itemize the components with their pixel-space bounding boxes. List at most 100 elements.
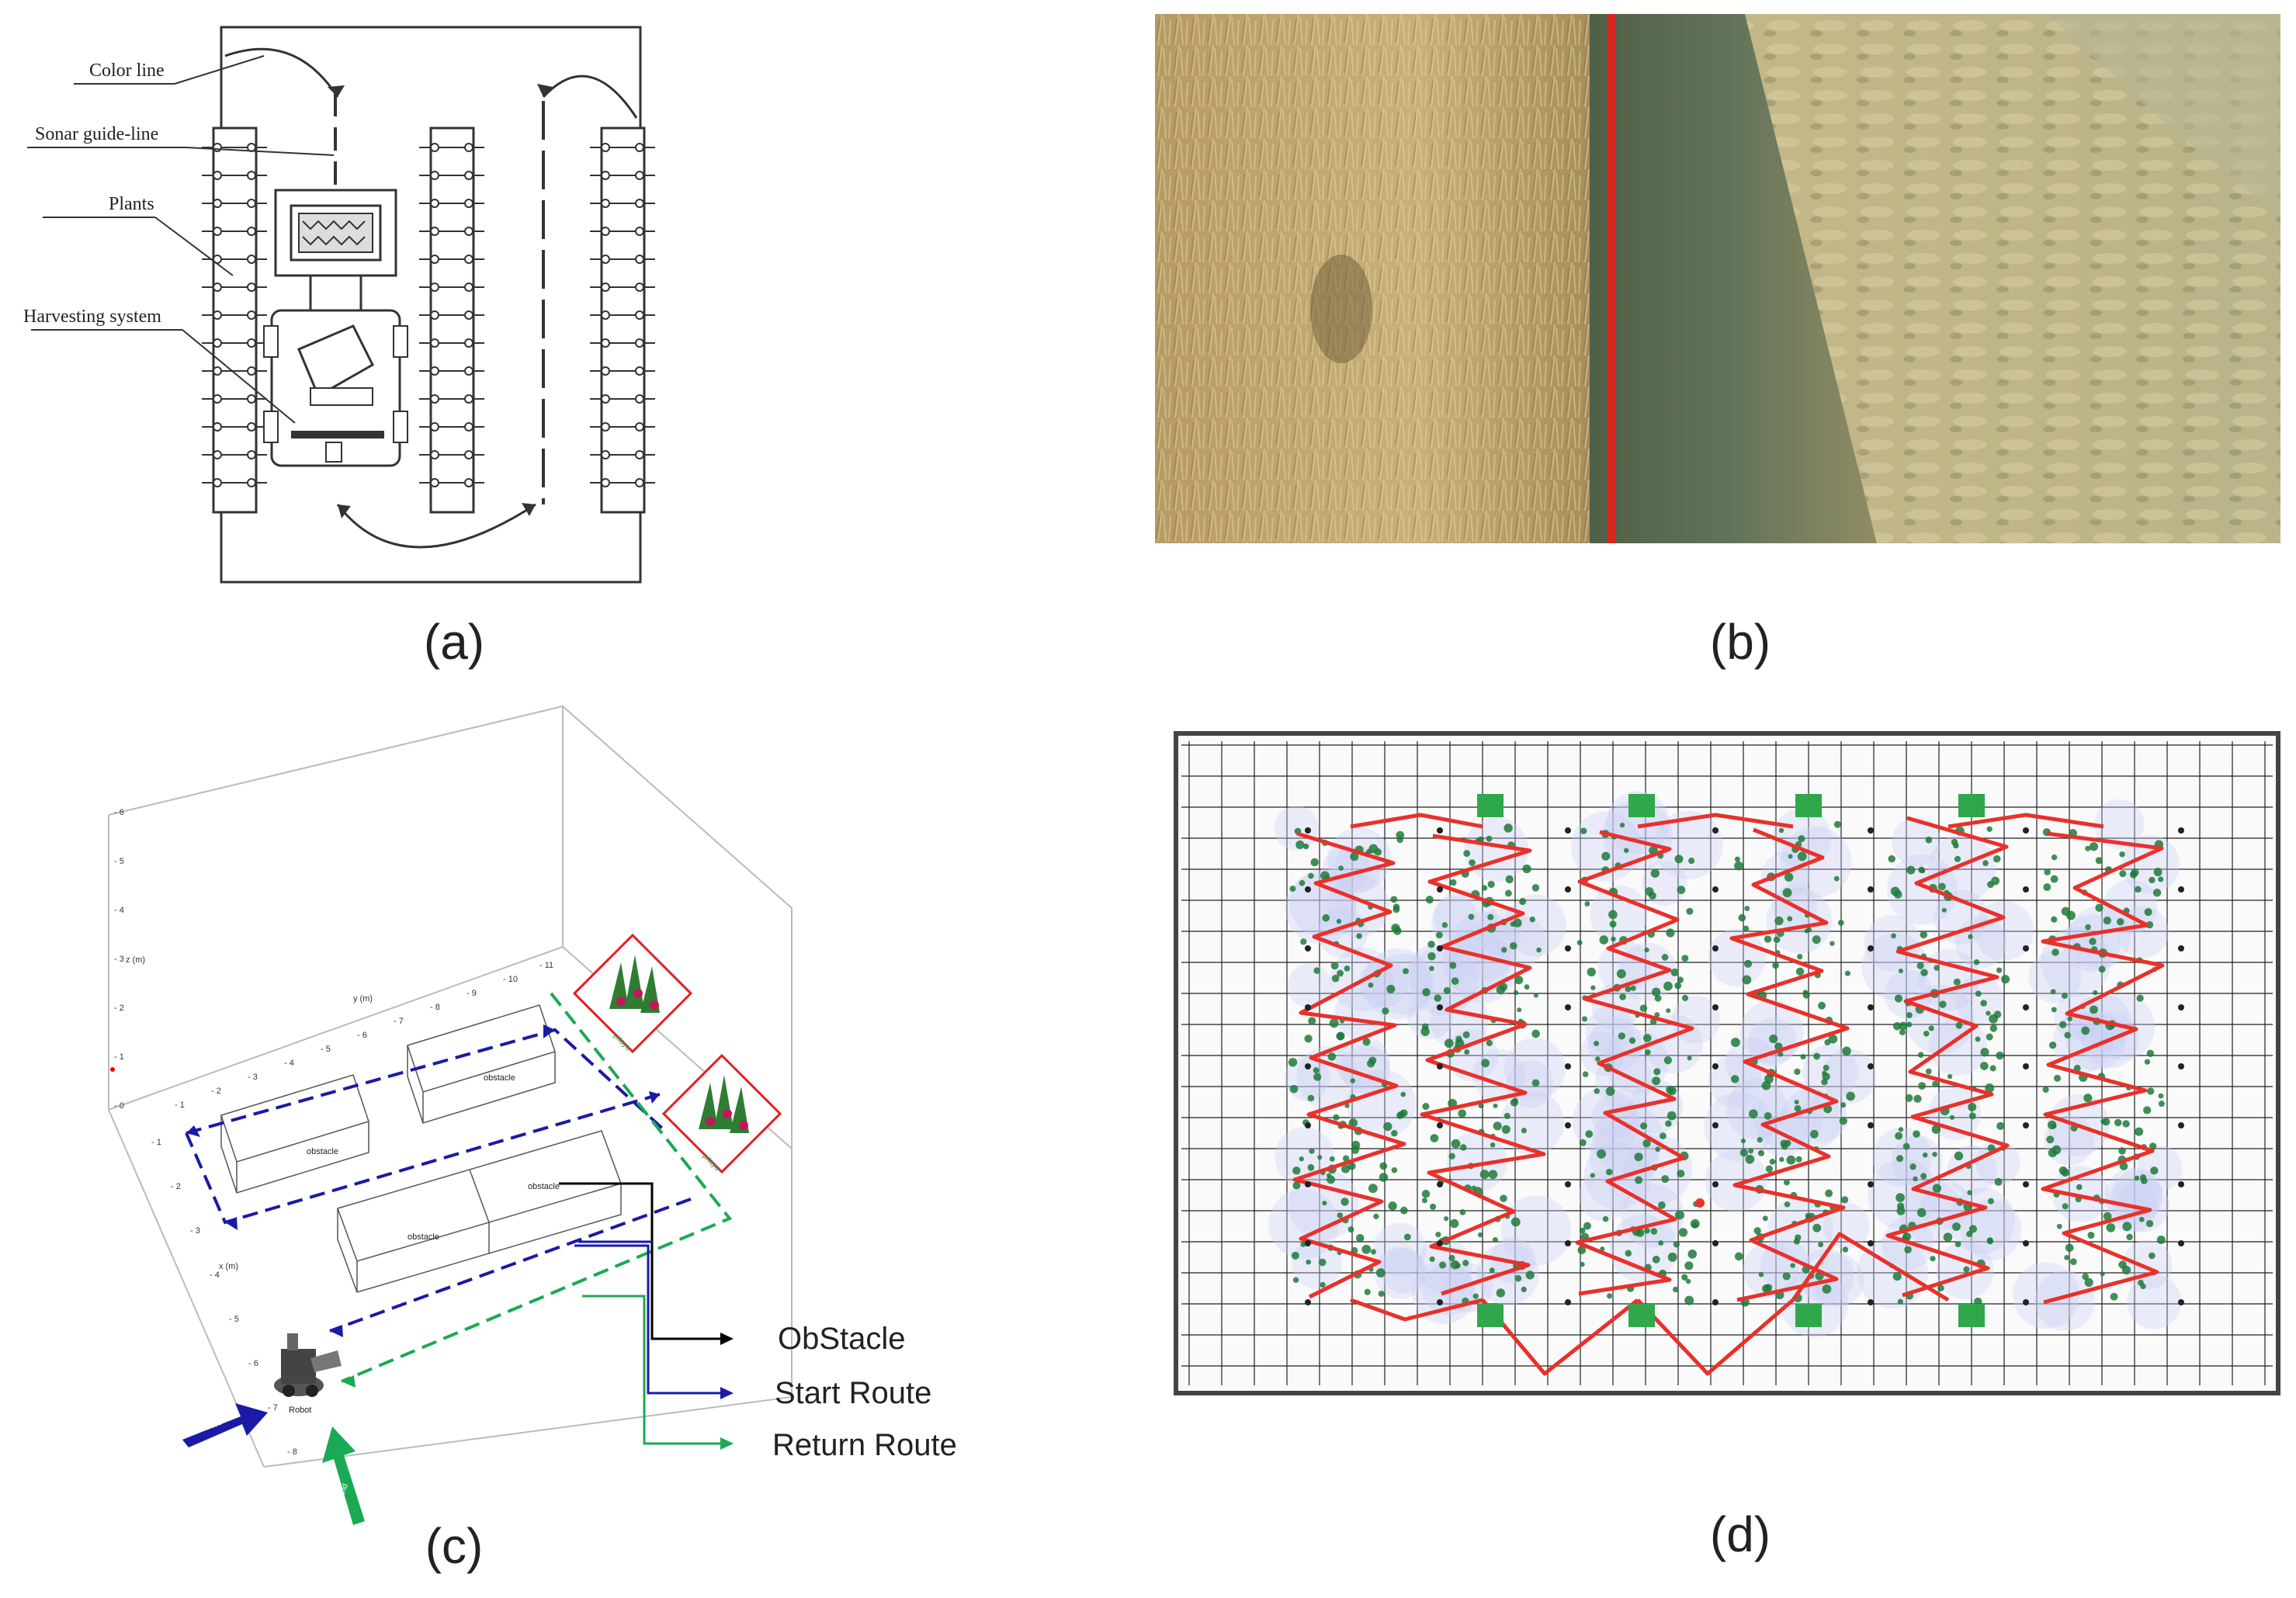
station-marker xyxy=(1477,1304,1503,1327)
sample-point xyxy=(1748,1109,1758,1119)
sample-point xyxy=(1630,985,1636,991)
sample-point xyxy=(1344,965,1351,972)
sample-point xyxy=(1307,1163,1315,1171)
arrowhead-icon xyxy=(720,1333,734,1345)
sample-point xyxy=(1674,854,1684,864)
sample-point xyxy=(1313,967,1320,974)
turn-arrow-bottom xyxy=(336,503,536,549)
sample-point xyxy=(1403,968,1409,975)
sample-point xyxy=(2051,854,2058,861)
waypoint xyxy=(2178,1063,2184,1069)
sample-point xyxy=(1434,994,1441,1002)
sample-point xyxy=(1894,994,1903,1003)
sample-point xyxy=(1673,1286,1679,1293)
sample-point xyxy=(1640,1122,1648,1130)
sample-point xyxy=(1968,1225,1978,1233)
sample-point xyxy=(1661,1175,1670,1184)
sample-point xyxy=(1331,974,1340,983)
sample-point xyxy=(1448,1254,1455,1262)
robot-path-segment xyxy=(1636,1298,1795,1376)
plant-icon xyxy=(464,310,473,320)
sample-point xyxy=(1837,920,1844,926)
plant-icon xyxy=(430,422,439,432)
route-planning-3d-diagram: - 0- 1- 2- 3- 4- 5- 6 z (m) - 1- 2- 3- 4… xyxy=(108,705,957,1525)
sample-point xyxy=(1973,959,1980,965)
sample-point xyxy=(1739,1149,1749,1157)
sample-point xyxy=(2114,1118,2122,1127)
sample-point xyxy=(1486,835,1493,842)
sample-point xyxy=(1764,1111,1772,1120)
sample-point xyxy=(1429,1256,1435,1262)
x-tick-label: - 3 xyxy=(190,1226,200,1236)
y-tick-label: - 1 xyxy=(175,1101,185,1110)
waypoint xyxy=(1712,1063,1719,1069)
callout-sonar-guide-line: Sonar guide-line xyxy=(35,124,158,144)
sample-point xyxy=(1764,1284,1773,1292)
waypoint xyxy=(1868,1181,1874,1187)
sample-point xyxy=(1891,933,1896,939)
sample-point xyxy=(1299,879,1306,886)
sample-point xyxy=(1579,1139,1587,1146)
sample-point xyxy=(2067,1016,2073,1022)
waypoint xyxy=(2023,945,2029,952)
sample-point xyxy=(1519,898,1527,906)
sample-point xyxy=(2083,1094,2093,1103)
sample-point xyxy=(1955,1021,1963,1029)
waypoint xyxy=(2023,1181,2029,1187)
sample-point xyxy=(1422,988,1431,997)
sample-point xyxy=(1753,1227,1761,1235)
end-arrow: End xyxy=(322,1426,365,1525)
plant-icon xyxy=(635,338,644,348)
sample-point xyxy=(1493,1103,1498,1108)
sample-point xyxy=(2138,1216,2145,1222)
plant-icon xyxy=(247,227,256,236)
sample-point xyxy=(1822,1284,1832,1294)
sample-point xyxy=(1348,1118,1358,1128)
panel-a: Color line Sonar guide-line Plants Harve… xyxy=(0,0,699,621)
sample-point xyxy=(2158,876,2164,882)
sample-point xyxy=(1937,1284,1944,1292)
sample-point xyxy=(1666,1085,1674,1094)
sample-point xyxy=(1684,1295,1694,1305)
plant-icon xyxy=(247,310,256,320)
sample-point xyxy=(1492,1236,1498,1243)
sample-point xyxy=(2046,1135,2055,1144)
sample-point xyxy=(1773,936,1781,944)
sample-point xyxy=(1795,1156,1802,1163)
sample-point xyxy=(1623,848,1629,854)
sample-point xyxy=(2084,1277,2093,1287)
waypoint xyxy=(1565,1063,1571,1069)
sample-point xyxy=(1666,928,1675,938)
sample-point xyxy=(2043,883,2051,892)
sample-point xyxy=(1916,962,1924,969)
waypoint xyxy=(1305,1063,1311,1069)
sample-point xyxy=(1765,1165,1773,1173)
plant-icon xyxy=(247,283,256,292)
sample-point xyxy=(1607,1293,1613,1299)
plant-icon xyxy=(213,283,222,292)
sample-point xyxy=(1952,1222,1961,1232)
robot-path-segment xyxy=(1947,813,2104,829)
sample-point xyxy=(1644,1049,1651,1056)
plant-icon xyxy=(635,422,644,432)
sample-point xyxy=(1477,1232,1483,1238)
panel-c: - 0- 1- 2- 3- 4- 5- 6 z (m) - 1- 2- 3- 4… xyxy=(0,683,1025,1537)
sample-point xyxy=(1601,851,1611,861)
sample-point xyxy=(1795,967,1805,976)
callout-line-color xyxy=(174,55,265,85)
plant-icon xyxy=(635,366,644,376)
sample-point xyxy=(1597,1149,1607,1159)
sample-point xyxy=(1524,984,1530,990)
sample-point xyxy=(1368,1184,1378,1194)
sample-point xyxy=(1954,1151,1964,1161)
sample-point xyxy=(1688,858,1695,865)
sample-point xyxy=(1980,1000,1987,1007)
sample-point xyxy=(1841,1196,1849,1204)
sample-point xyxy=(2062,1203,2069,1210)
sample-point xyxy=(1954,1241,1961,1247)
sample-point xyxy=(1833,820,1841,828)
sample-point xyxy=(1939,1000,1947,1008)
sample-point xyxy=(1783,1179,1790,1186)
sample-point xyxy=(1580,827,1587,834)
sample-point xyxy=(1642,1139,1651,1148)
